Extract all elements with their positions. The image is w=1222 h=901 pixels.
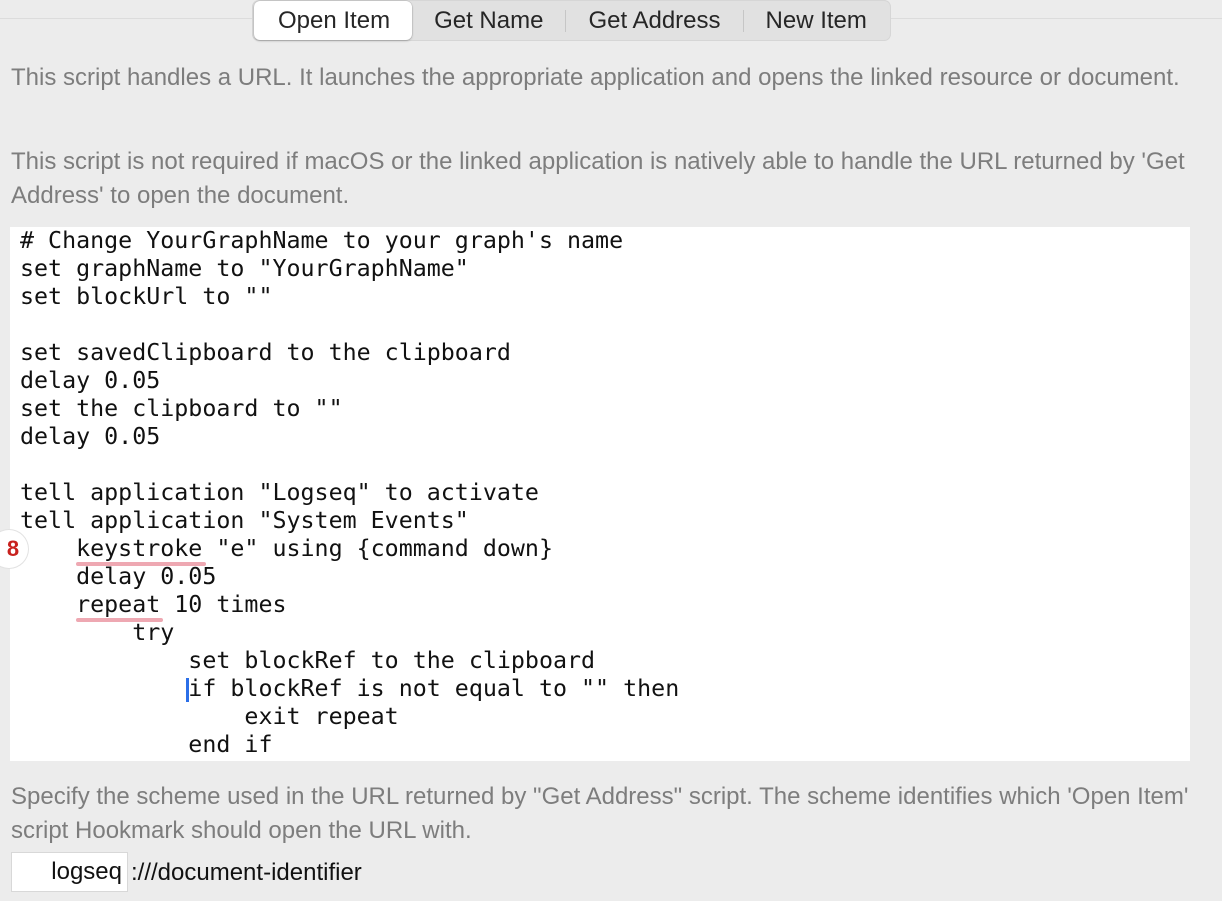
script-description: This script handles a URL. It launches t…: [11, 64, 1180, 91]
tab-open-item[interactable]: Open Item: [254, 1, 413, 40]
script-editor[interactable]: # Change YourGraphName to your graph's n…: [10, 227, 1190, 761]
tab-divider: [742, 9, 744, 32]
script-note: This script is not required if macOS or …: [11, 148, 1185, 209]
text-caret: [186, 678, 189, 702]
code-line: set blockUrl to "": [20, 283, 273, 310]
code-line: delay 0.05: [20, 423, 161, 450]
code-line: delay 0.05: [20, 563, 217, 590]
tab-new-item[interactable]: New Item: [765, 7, 867, 34]
scheme-description: Specify the scheme used in the URL retur…: [11, 783, 1189, 844]
code-line: if blockRef is not equal to "" then: [20, 675, 680, 702]
url-scheme-suffix: :///document-identifier: [131, 859, 362, 886]
code-line: tell application "Logseq" to activate: [20, 479, 539, 506]
code-line: delay 0.05: [20, 367, 161, 394]
error-underline: [76, 562, 206, 566]
code-line: set blockRef to the clipboard: [20, 647, 596, 674]
tab-get-address[interactable]: Get Address: [588, 7, 721, 34]
code-line: set savedClipboard to the clipboard: [20, 339, 511, 366]
code-line: exit repeat: [20, 703, 399, 730]
code-line: try: [20, 619, 175, 646]
error-underline: [76, 618, 163, 622]
code-line: keystroke "e" using {command down}: [20, 535, 553, 562]
code-line: end if: [20, 731, 273, 758]
code-line: set the clipboard to "": [20, 395, 343, 422]
code-line: repeat 10 times: [20, 591, 287, 618]
code-line: # Change YourGraphName to your graph's n…: [20, 227, 624, 254]
script-tabs: Open Item Get Name Get Address New Item: [252, 0, 891, 41]
tab-get-name[interactable]: Get Name: [434, 7, 544, 34]
code-line: set graphName to "YourGraphName": [20, 255, 469, 282]
tab-divider: [565, 9, 567, 32]
url-scheme-input[interactable]: logseq: [11, 852, 128, 892]
code-line: tell application "System Events": [20, 507, 469, 534]
